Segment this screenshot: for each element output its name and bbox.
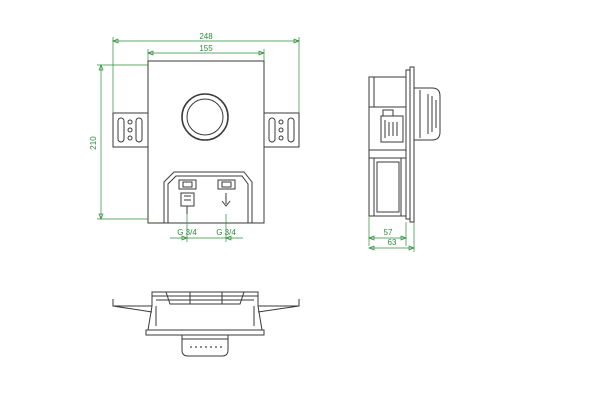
bottom-plate	[145, 329, 265, 336]
bottom-view	[112, 291, 300, 357]
right-mounting-bracket	[262, 112, 300, 148]
outlet-right-label: G 3/4	[216, 228, 236, 237]
installation-box	[163, 171, 253, 223]
dimension-label-57: 57	[384, 228, 393, 237]
bottom-body	[147, 291, 263, 331]
bottom-mounting-wings	[112, 299, 300, 313]
side-flange	[409, 66, 415, 223]
dimension-63: 63	[368, 222, 415, 252]
dimension-label-248: 248	[199, 32, 213, 41]
dimension-label-210: 210	[89, 136, 98, 150]
side-view: 57 63	[368, 66, 441, 252]
side-mechanism	[380, 115, 404, 143]
front-plate	[147, 60, 265, 224]
right-valve	[217, 179, 236, 207]
dimension-outlets: G 3/4 G 3/4	[170, 214, 243, 242]
dimension-210: 210	[89, 64, 148, 220]
dimension-155: 155	[147, 44, 265, 61]
round-opening	[181, 93, 229, 141]
left-mounting-bracket	[112, 112, 150, 148]
outlet-left-label: G 3/4	[177, 228, 197, 237]
front-view: 248 155 210 G 3/4 G 3/4	[89, 32, 300, 242]
side-box-body	[368, 76, 407, 217]
side-cap	[414, 87, 441, 141]
dimension-label-63: 63	[388, 238, 397, 247]
bottom-cap	[181, 334, 229, 357]
dimension-248: 248	[112, 32, 300, 113]
left-valve	[178, 179, 197, 214]
dimension-label-155: 155	[199, 44, 213, 53]
dimension-57: 57	[368, 216, 407, 246]
